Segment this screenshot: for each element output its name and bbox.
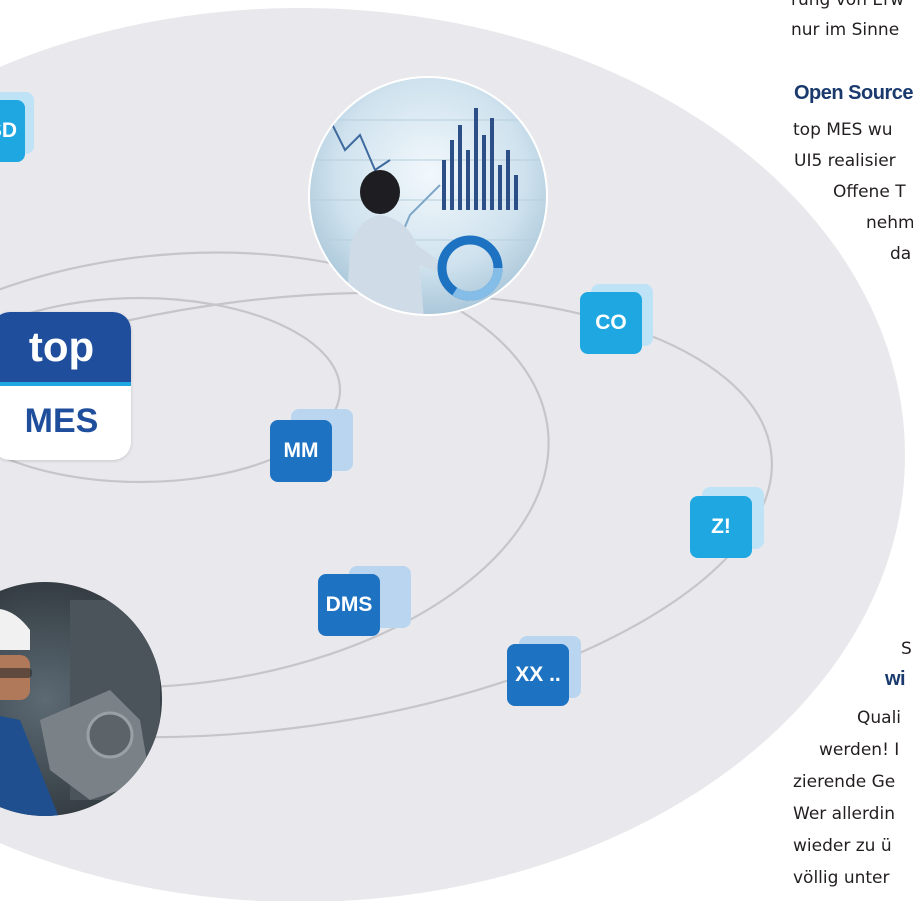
para1-line5: da (890, 244, 912, 264)
analytics-photo (309, 77, 547, 315)
para2-line2: werden! I (819, 740, 900, 760)
sd-tag: SD (0, 100, 25, 162)
para2-line6: völlig unter (793, 868, 890, 888)
mm-tag: MM (270, 420, 332, 482)
para1-line1: top MES wu (793, 120, 893, 140)
top-mes-logo: top MES (0, 312, 131, 460)
heading-open-source: Open Source (794, 82, 913, 104)
para1-line3: Offene T (833, 182, 906, 202)
co-tag: CO (580, 292, 642, 354)
para1-line2: UI5 realisier (794, 151, 896, 171)
para2-line1: Quali (857, 708, 902, 728)
para2-line4: Wer allerdin (793, 804, 895, 824)
dms-tag: DMS (318, 574, 380, 636)
text-top-line1: rung von Erw (791, 0, 905, 10)
para1-line4: nehm (866, 213, 913, 233)
orbit-inner (0, 296, 342, 484)
z-tag: Z! (690, 496, 752, 558)
orbit-lines (0, 251, 773, 739)
heading2-line1: S (901, 639, 912, 659)
para2-line5: wieder zu ü (793, 836, 892, 856)
orbit-middle (0, 251, 550, 689)
background-ellipse (0, 8, 905, 901)
para2-line3: zierende Ge (793, 772, 896, 792)
xx-tag: XX .. (507, 644, 569, 706)
heading2-line2: wi (885, 668, 906, 690)
logo-top-text: top (28, 323, 95, 370)
logo-bottom-text: MES (24, 402, 99, 440)
orbit-outer (0, 291, 773, 739)
text-top-line2: nur im Sinne (791, 20, 900, 40)
